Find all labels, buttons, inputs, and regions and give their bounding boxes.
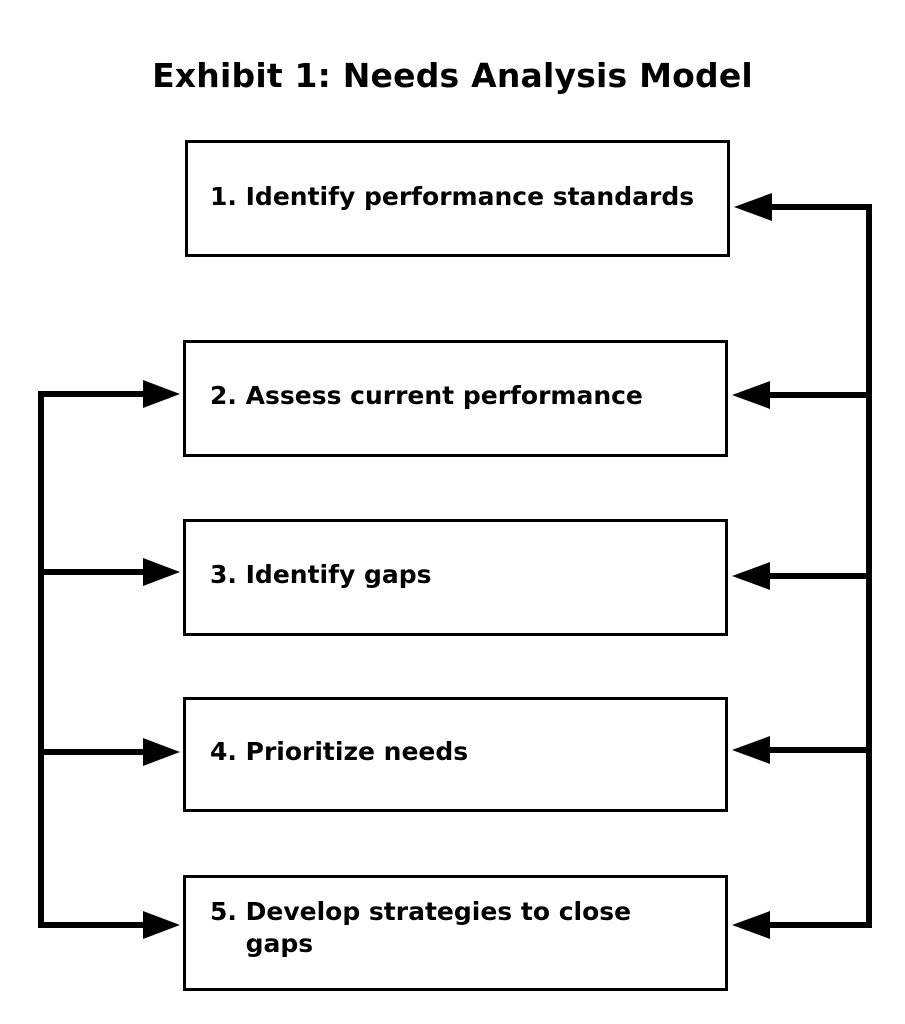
step-box-1: 1. Identify performance standards — [185, 140, 730, 257]
step-text-5: 5. Develop strategies to close gaps — [210, 896, 665, 960]
step-box-3: 3. Identify gaps — [183, 519, 728, 636]
arrow-left-to-step-5 — [143, 911, 180, 939]
arrow-to-step-5 — [732, 911, 770, 939]
step-text-4: 4. Prioritize needs — [210, 736, 468, 768]
step-number: 3. — [210, 559, 237, 589]
diagram-title: Exhibit 1: Needs Analysis Model — [152, 56, 753, 95]
step-box-5: 5. Develop strategies to close gaps — [183, 875, 728, 991]
step-label: Develop strategies to close gaps — [245, 897, 632, 958]
arrow-to-step-3 — [732, 562, 770, 590]
arrow-to-step-1 — [734, 193, 772, 221]
arrow-left-to-step-3 — [143, 558, 180, 586]
right-arrowheads — [732, 193, 772, 939]
step-label: Prioritize needs — [245, 736, 469, 766]
right-feedback-loop — [760, 204, 872, 928]
step-number: 2. — [210, 380, 237, 410]
arrow-to-step-2 — [732, 381, 770, 409]
arrow-left-to-step-4 — [143, 738, 180, 766]
arrow-to-step-4 — [732, 736, 770, 764]
arrow-left-to-step-2 — [143, 380, 180, 408]
step-text-2: 2. Assess current performance — [210, 380, 643, 412]
step-number: 5. — [210, 897, 237, 926]
step-label: Identify performance standards — [245, 181, 695, 211]
step-text-3: 3. Identify gaps — [210, 559, 432, 591]
step-label: Identify gaps — [245, 559, 432, 589]
left-arrowheads — [143, 380, 180, 939]
step-number: 1. — [210, 181, 237, 211]
step-number: 4. — [210, 736, 237, 766]
step-box-2: 2. Assess current performance — [183, 340, 728, 457]
step-label: Assess current performance — [245, 380, 643, 410]
left-feedback-loop — [38, 391, 153, 928]
step-box-4: 4. Prioritize needs — [183, 697, 728, 812]
step-text-1: 1. Identify performance standards — [210, 181, 694, 213]
